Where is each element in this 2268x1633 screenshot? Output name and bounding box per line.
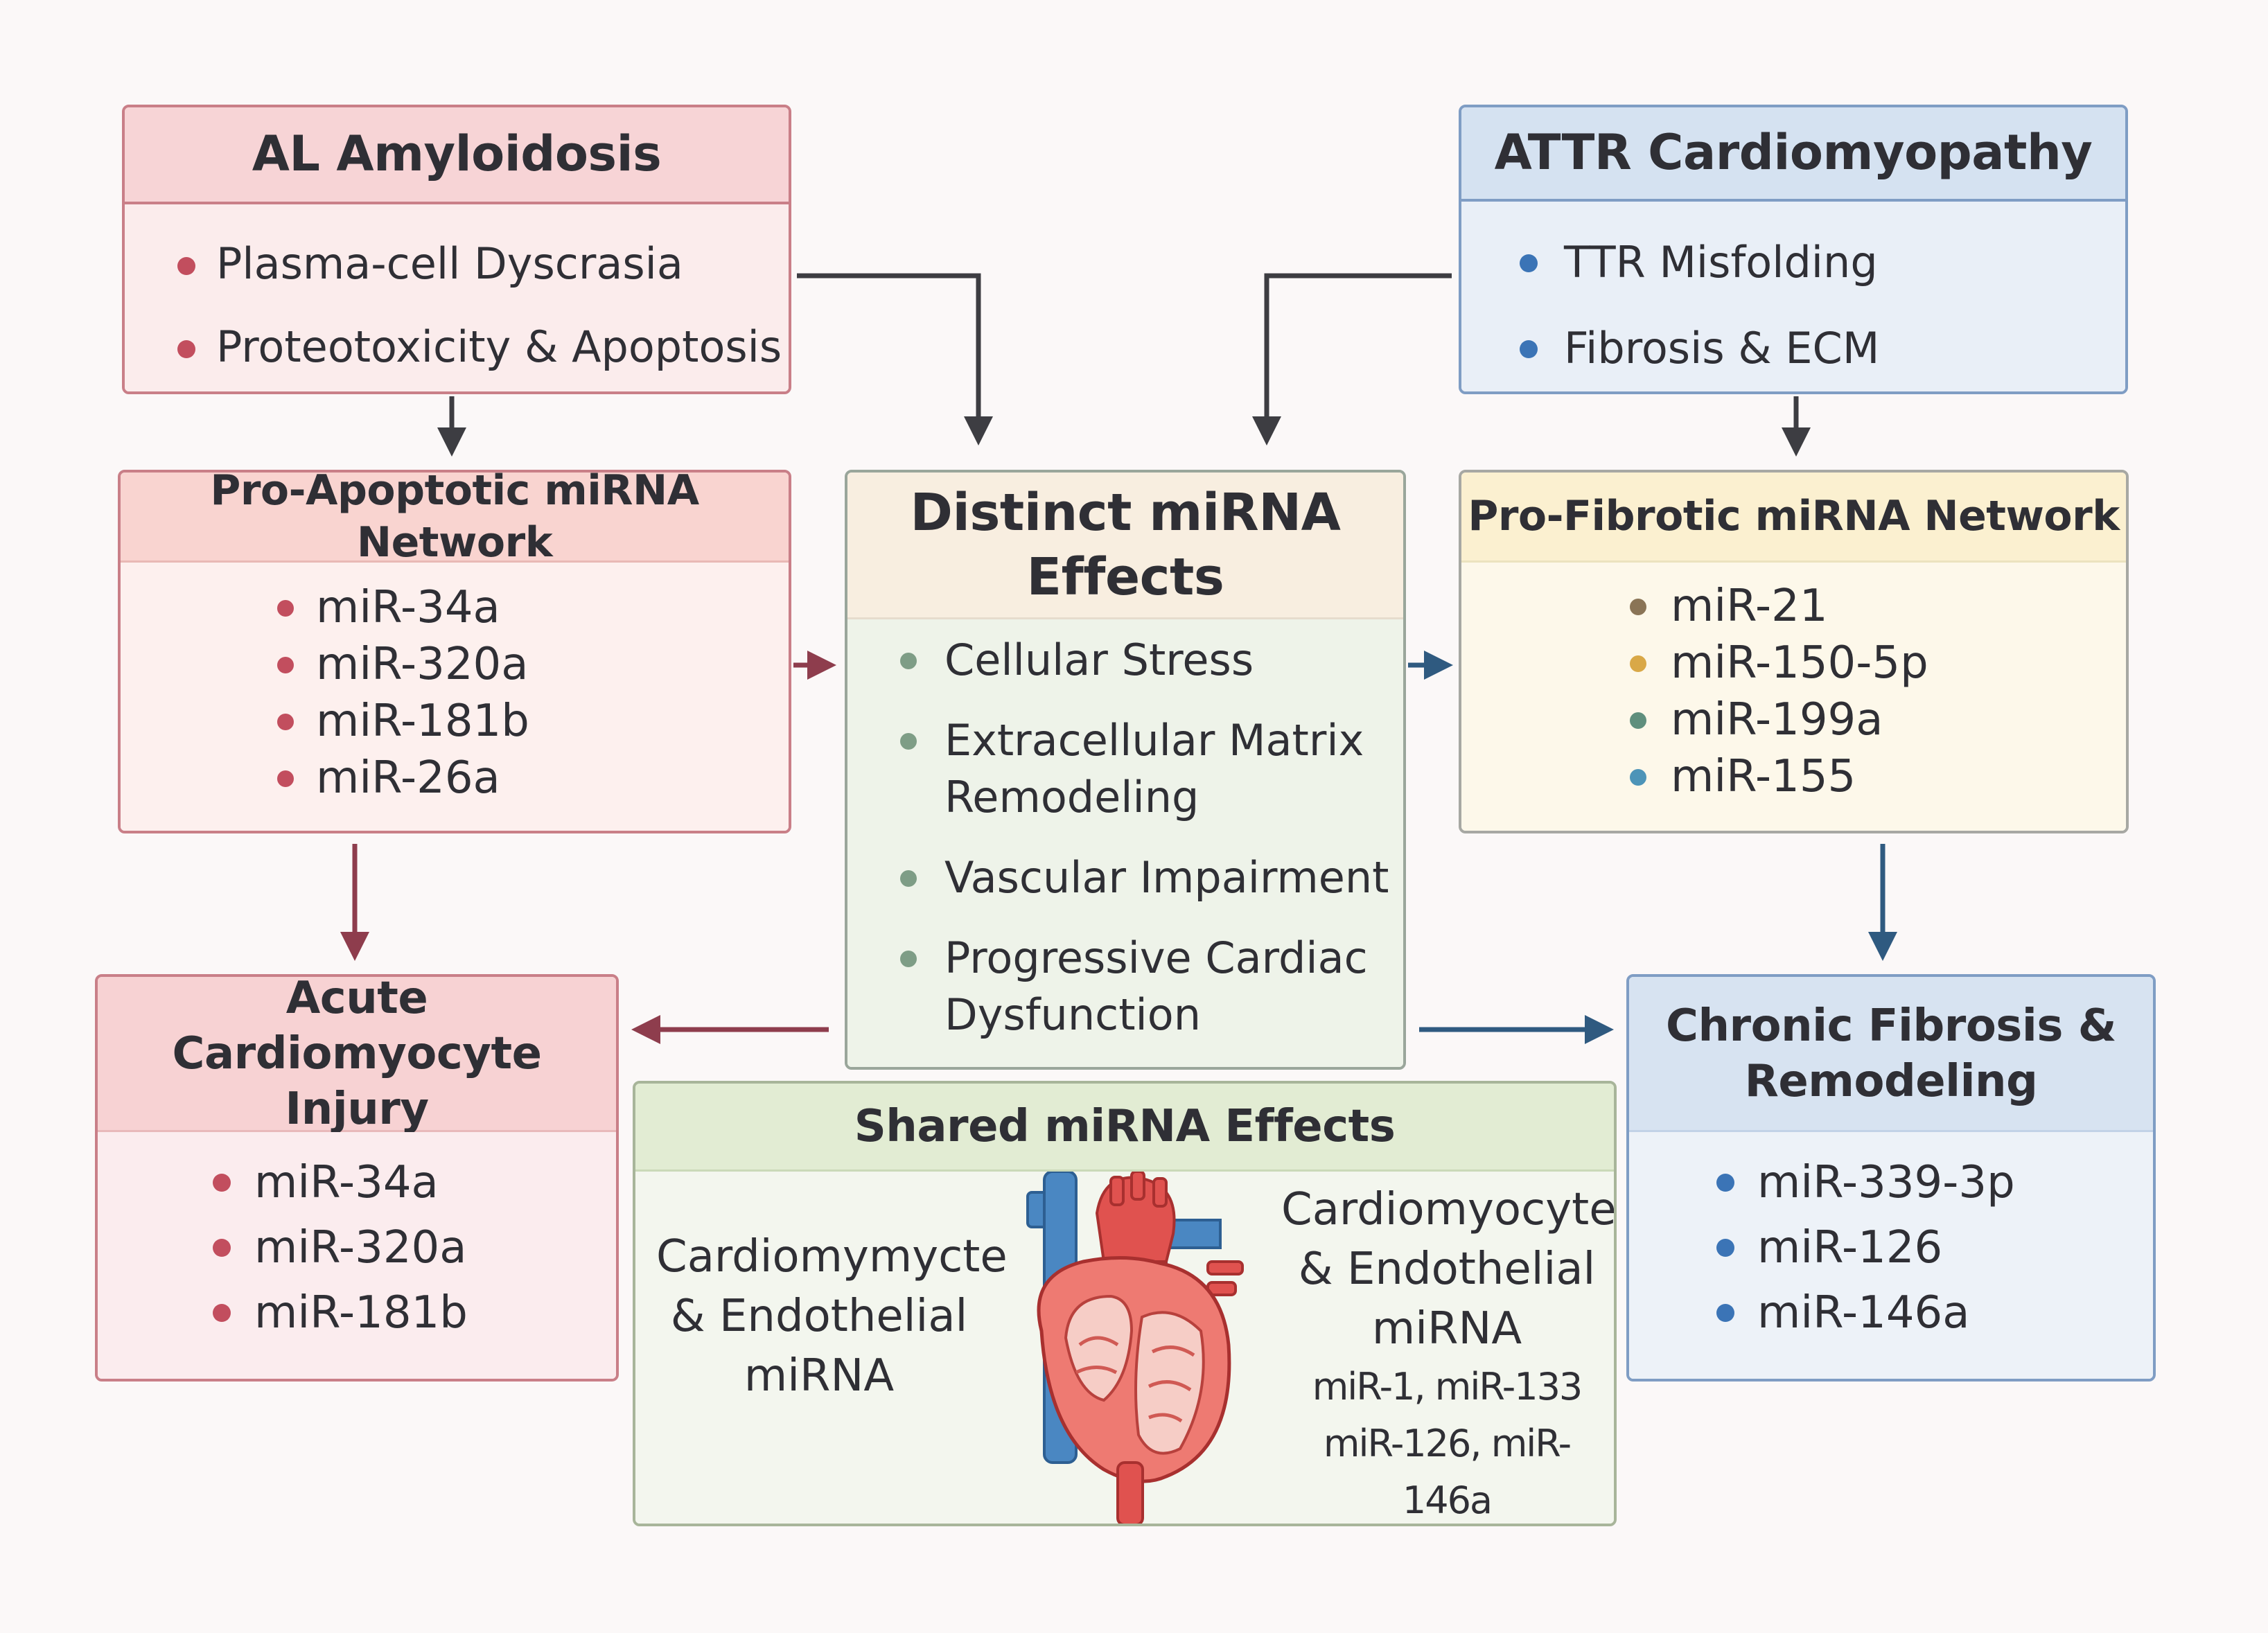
- bullet-dot-icon: [900, 733, 917, 750]
- bullet-dot-icon: [900, 870, 917, 887]
- list-item: Progressive Cardiac Dysfunction: [847, 930, 1403, 1043]
- bullet-dot-icon: [277, 600, 294, 617]
- list-item: miR-181b: [98, 1280, 616, 1345]
- distinct-effects-title: Distinct miRNA Effects: [847, 473, 1403, 619]
- shared-effects-box: Shared miRNA Effects Cardiomymycte & End…: [633, 1081, 1617, 1526]
- arrow-al-to-distinct: [797, 273, 993, 445]
- list-item-label: TTR Misfolding: [1564, 237, 1878, 288]
- list-item-label: Plasma-cell Dyscrasia: [216, 238, 683, 289]
- bullet-dot-icon: [213, 1239, 231, 1257]
- list-item: miR-126: [1629, 1215, 2153, 1280]
- list-item: miR-320a: [121, 636, 789, 693]
- list-item: miR-21: [1461, 578, 2126, 635]
- acute-injury-list: miR-34a miR-320a miR-181b: [98, 1150, 616, 1345]
- pro-fibrotic-title: Pro-Fibrotic miRNA Network: [1461, 473, 2126, 563]
- acute-injury-box: Acute Cardiomyocyte Injury miR-34a miR-3…: [95, 974, 619, 1382]
- bullet-dot-icon: [900, 653, 917, 669]
- bullet-dot-icon: [213, 1304, 231, 1322]
- list-item-label: miR-150-5p: [1671, 637, 1928, 689]
- list-item: Cellular Stress: [847, 632, 1403, 689]
- arrow-attr-to-distinct: [1252, 273, 1452, 445]
- list-item-label: miR-320a: [254, 1222, 467, 1273]
- list-item-label: miR-34a: [254, 1157, 439, 1208]
- shared-right-text: Cardiomyocyte & Endothelial miRNA: [1281, 1184, 1617, 1354]
- list-item-label: miR-339-3p: [1757, 1157, 2015, 1208]
- bullet-dot-icon: [1716, 1304, 1734, 1322]
- list-item-label: miR-126: [1757, 1222, 1943, 1273]
- heart-icon: [1026, 1172, 1244, 1524]
- list-item-label: miR-26a: [316, 752, 500, 804]
- bullet-dot-icon: [277, 657, 294, 673]
- list-item-label: Extracellular Matrix Remodeling: [944, 715, 1364, 822]
- list-item: Vascular Impairment: [847, 849, 1403, 906]
- al-amyloidosis-title: AL Amyloidosis: [125, 107, 789, 204]
- pro-apoptotic-box: Pro-Apoptotic miRNA Network miR-34a miR-…: [118, 470, 791, 833]
- attr-cardiomyopathy-title: ATTR Cardiomyopathy: [1461, 107, 2125, 202]
- bullet-dot-icon: [1520, 254, 1538, 272]
- list-item-label: miR-181b: [316, 696, 529, 747]
- list-item: Plasma-cell Dyscrasia: [125, 222, 789, 306]
- list-item-label: miR-181b: [254, 1287, 468, 1339]
- attr-cardiomyopathy-list: TTR Misfolding Fibrosis & ECM Remodeling: [1461, 220, 2125, 391]
- pro-fibrotic-box: Pro-Fibrotic miRNA Network miR-21 miR-15…: [1459, 470, 2129, 833]
- list-item-label: miR-320a: [316, 639, 529, 690]
- chronic-fibrosis-title: Chronic Fibrosis & Remodeling: [1629, 977, 2153, 1132]
- bullet-dot-icon: [1716, 1239, 1734, 1257]
- list-item: miR-199a: [1461, 691, 2126, 748]
- list-item: Proteotoxicity & Apoptosis: [125, 306, 789, 389]
- list-item: Fibrosis & ECM Remodeling: [1461, 306, 2125, 391]
- bullet-dot-icon: [277, 714, 294, 730]
- distinct-effects-list: Cellular Stress Extracellular Matrix Rem…: [847, 632, 1403, 1043]
- list-item-label: miR-199a: [1671, 694, 1883, 745]
- pro-apoptotic-title: Pro-Apoptotic miRNA Network: [121, 473, 789, 567]
- pro-fibrotic-list: miR-21 miR-150-5p miR-199a miR-155: [1461, 578, 2126, 805]
- list-item: miR-146a: [1629, 1280, 2153, 1345]
- shared-mirna-list-2: miR-126, miR-146a: [1323, 1422, 1572, 1522]
- list-item-label: Vascular Impairment: [944, 852, 1389, 903]
- acute-injury-title: Acute Cardiomyocyte Injury: [98, 977, 616, 1135]
- list-item: miR-150-5p: [1461, 635, 2126, 691]
- distinct-effects-box: Distinct miRNA Effects Cellular Stress E…: [845, 470, 1406, 1070]
- shared-right-block: Cardiomyocyte & Endothelial miRNA miR-1,…: [1281, 1180, 1617, 1524]
- bullet-dot-icon: [177, 340, 195, 358]
- list-item: miR-34a: [98, 1150, 616, 1215]
- attr-cardiomyopathy-box: ATTR Cardiomyopathy TTR Misfolding Fibro…: [1459, 105, 2128, 394]
- bullet-dot-icon: [1630, 599, 1646, 615]
- chronic-fibrosis-list: miR-339-3p miR-126 miR-146a: [1629, 1150, 2153, 1345]
- bullet-dot-icon: [900, 951, 917, 967]
- list-item: Extracellular Matrix Remodeling: [847, 712, 1403, 826]
- list-item-label: Fibrosis & ECM Remodeling: [1564, 323, 1880, 373]
- pro-apoptotic-list: miR-34a miR-320a miR-181b miR-26a: [121, 579, 789, 806]
- list-item: TTR Misfolding: [1461, 220, 2125, 306]
- list-item: miR-34a: [121, 579, 789, 636]
- shared-left-text: Cardiomymycte & Endothelial miRNA: [656, 1231, 1008, 1402]
- list-item: miR-26a: [121, 750, 789, 806]
- bullet-dot-icon: [1630, 655, 1646, 672]
- chronic-fibrosis-box: Chronic Fibrosis & Remodeling miR-339-3p…: [1626, 974, 2156, 1382]
- list-item-label: miR-155: [1671, 751, 1856, 802]
- list-item-label: Proteotoxicity & Apoptosis: [216, 321, 782, 372]
- al-amyloidosis-box: AL Amyloidosis Plasma-cell Dyscrasia Pro…: [122, 105, 791, 394]
- al-amyloidosis-list: Plasma-cell Dyscrasia Proteotoxicity & A…: [125, 222, 789, 389]
- bullet-dot-icon: [1520, 340, 1538, 358]
- bullet-dot-icon: [177, 257, 195, 275]
- list-item-label: Progressive Cardiac Dysfunction: [944, 933, 1368, 1040]
- list-item-label: miR-34a: [316, 582, 500, 633]
- list-item: miR-181b: [121, 693, 789, 750]
- bullet-dot-icon: [277, 770, 294, 787]
- list-item-label: Cellular Stress: [944, 635, 1254, 685]
- bullet-dot-icon: [1630, 712, 1646, 729]
- list-item: miR-320a: [98, 1215, 616, 1280]
- bullet-dot-icon: [1716, 1174, 1734, 1192]
- list-item: miR-155: [1461, 748, 2126, 805]
- bullet-dot-icon: [213, 1174, 231, 1192]
- list-item-label: miR-146a: [1757, 1287, 1970, 1339]
- list-item: miR-339-3p: [1629, 1150, 2153, 1215]
- bullet-dot-icon: [1630, 769, 1646, 786]
- shared-mirna-list-1: miR-1, miR-133: [1312, 1365, 1583, 1409]
- shared-effects-title: Shared miRNA Effects: [635, 1084, 1614, 1172]
- list-item-label: miR-21: [1671, 581, 1828, 632]
